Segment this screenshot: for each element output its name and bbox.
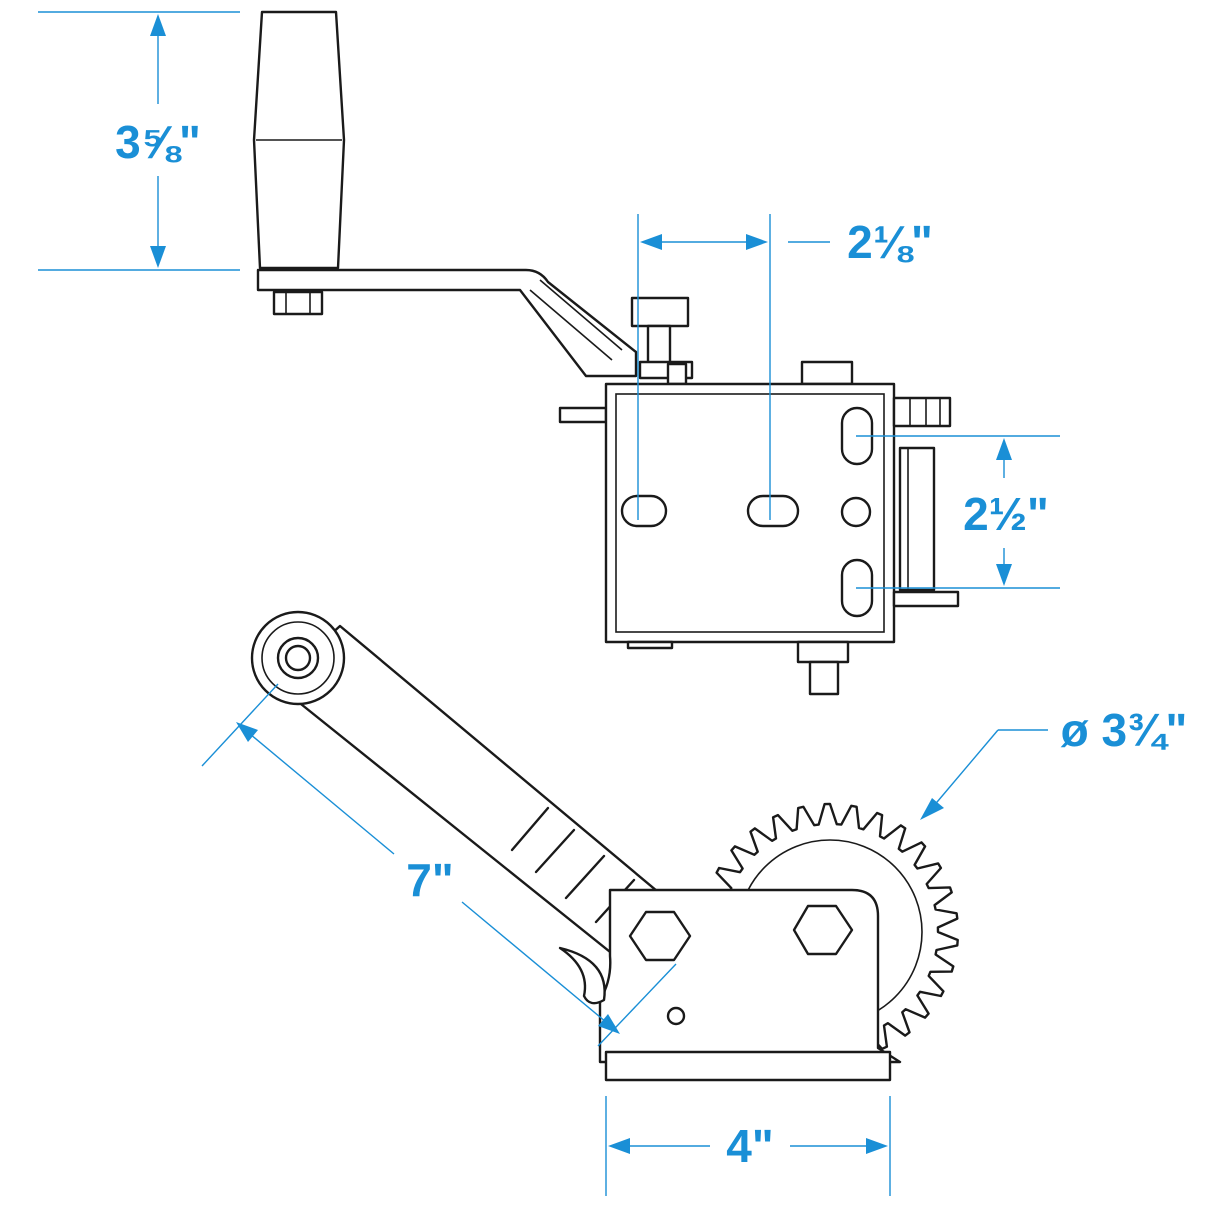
top-view-handle [252, 10, 638, 378]
label-base-width: 4" [726, 1120, 773, 1172]
dim-base-width: 4" [605, 1096, 891, 1196]
side-view-frame [558, 888, 902, 1082]
label-hole-spacing-vertical: 2½" [963, 488, 1049, 540]
label-hole-spacing-horizontal: 2⅛" [847, 216, 933, 268]
side-view-crank [250, 610, 708, 986]
dim-gear-diameter: ø 3¾" [920, 704, 1187, 820]
dim-handle-length: 7" [201, 683, 677, 1047]
top-view-winch-body [558, 296, 960, 696]
dim-hole-spacing-vertical: 2½" [856, 435, 1060, 589]
dim-hole-spacing-horizontal: 2⅛" [637, 214, 933, 520]
dim-handle-height: 3⅝" [38, 11, 240, 271]
label-handle-length: 7" [406, 854, 453, 906]
label-handle-height: 3⅝" [115, 116, 201, 168]
label-gear-diameter: ø 3¾" [1061, 704, 1188, 756]
